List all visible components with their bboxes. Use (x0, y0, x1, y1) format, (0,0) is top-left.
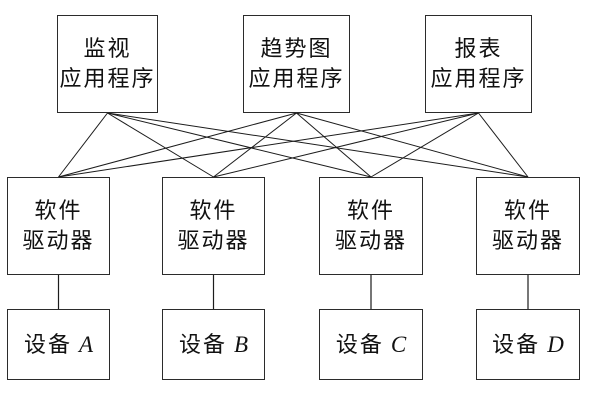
connector-line-app2-driver4 (296, 112, 529, 178)
driver-box-3: 软件 驱动器 (319, 177, 423, 275)
connector-line-app1-driver1 (58, 112, 108, 178)
device-box-b-label: 设备 (178, 331, 227, 357)
device-box-a-label: 设备 (23, 331, 72, 357)
driver-box-2-line2: 驱动器 (177, 228, 250, 253)
device-box-b: 设备 B (162, 309, 265, 380)
app-box-trend: 趋势图 应用程序 (243, 15, 350, 113)
connector-line-app2-driver1 (58, 112, 297, 178)
device-box-d-label: 设备 (492, 331, 541, 357)
device-box-b-letter: B (233, 331, 249, 357)
connector-line-app1-driver4 (107, 112, 529, 178)
app-box-monitor: 监视 应用程序 (57, 15, 158, 113)
device-box-c: 设备 C (319, 309, 423, 380)
driver-box-1-line2: 驱动器 (22, 228, 95, 253)
connector-line-app2-driver3 (296, 112, 372, 178)
driver-box-1: 软件 驱动器 (7, 177, 110, 275)
app-box-report-line2: 应用程序 (430, 66, 527, 91)
device-box-a-letter: A (78, 331, 94, 357)
driver-box-3-line1: 软件 (346, 198, 395, 223)
app-box-trend-line2: 应用程序 (248, 66, 345, 91)
app-box-trend-line1: 趋势图 (260, 36, 333, 61)
connector-line-app1-driver2 (107, 112, 214, 178)
device-box-d: 设备 D (476, 309, 580, 380)
connector-line-app3-driver1 (58, 112, 479, 178)
connector-line-app2-driver2 (213, 112, 297, 178)
device-box-c-letter: C (390, 331, 407, 357)
app-box-report: 报表 应用程序 (425, 15, 532, 113)
app-box-monitor-line2: 应用程序 (59, 66, 156, 91)
driver-box-4-line1: 软件 (503, 198, 552, 223)
connector-line-app3-driver2 (213, 112, 479, 178)
app-box-monitor-line1: 监视 (83, 36, 132, 61)
connector-line-app1-driver3 (107, 112, 372, 178)
driver-box-2: 软件 驱动器 (162, 177, 265, 275)
driver-box-2-line1: 软件 (189, 198, 238, 223)
app-box-report-line1: 报表 (454, 36, 503, 61)
device-box-c-label: 设备 (335, 331, 384, 357)
device-box-a: 设备 A (7, 309, 110, 380)
device-box-d-letter: D (547, 331, 564, 357)
driver-box-1-line1: 软件 (34, 198, 83, 223)
driver-box-4-line2: 驱动器 (491, 228, 564, 253)
driver-box-4: 软件 驱动器 (476, 177, 580, 275)
connector-line-app3-driver4 (478, 112, 529, 178)
connector-line-app3-driver3 (370, 112, 479, 178)
driver-box-3-line2: 驱动器 (334, 228, 407, 253)
